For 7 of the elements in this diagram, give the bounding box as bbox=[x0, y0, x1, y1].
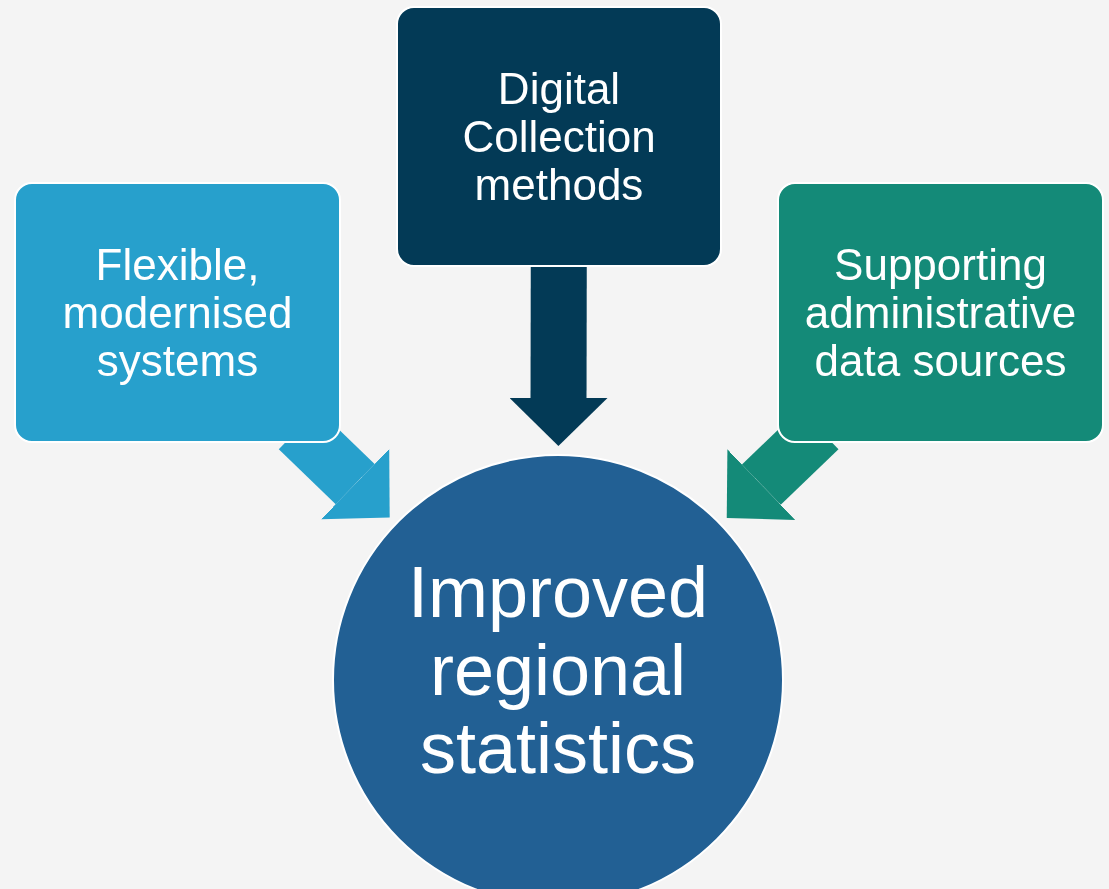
node-label: Improved regional statistics bbox=[406, 553, 710, 790]
process-box bbox=[14, 182, 341, 443]
process-box bbox=[396, 6, 722, 267]
process-box bbox=[777, 182, 1104, 443]
node-label: Flexible, modernised systems bbox=[61, 240, 294, 385]
node-label: Digital Collection methods bbox=[461, 64, 657, 209]
node-label: Supporting administrative data sources bbox=[803, 240, 1078, 385]
